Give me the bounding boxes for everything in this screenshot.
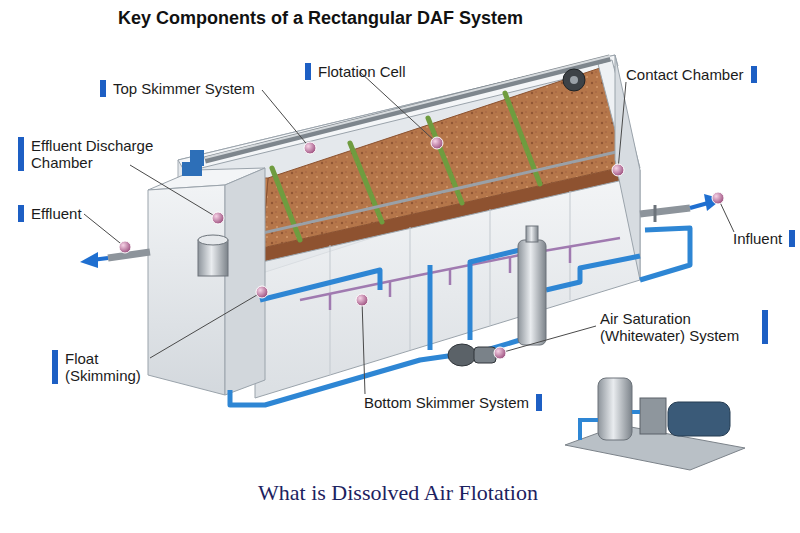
diagram-caption: What is Dissolved Air Flotation: [0, 480, 796, 506]
influent-pipe: [640, 208, 690, 214]
skid-motor: [668, 402, 730, 436]
skimmer-shaft-highlight: [205, 56, 610, 158]
diagram-title: Key Components of a Rectangular DAF Syst…: [118, 8, 523, 29]
recycle-pump: [448, 344, 476, 366]
callout-label: Top Skimmer System: [100, 80, 255, 97]
effluent-chamber-front: [148, 185, 225, 395]
air-saturator-cap: [526, 226, 538, 242]
leader-lines: [84, 72, 734, 394]
skimmer-shaft: [205, 58, 610, 160]
air-saturator-tank: [518, 240, 546, 345]
skid-pump: [640, 398, 666, 434]
tank-ribs: [330, 191, 570, 375]
tank-front-wall: [255, 170, 640, 398]
effluent-arrow-head: [80, 252, 98, 268]
bottom-skimmer-rods: [300, 238, 620, 310]
effluent-pipe: [108, 252, 150, 258]
skid-pipe: [632, 410, 640, 414]
callout-label: Bottom Skimmer System: [364, 394, 542, 411]
skid-pipe: [580, 420, 598, 440]
callout-label: Effluent: [18, 205, 82, 222]
skid-tank: [598, 378, 632, 440]
callout-label: Flotation Cell: [305, 63, 406, 80]
callout-label: Float (Skimming): [52, 350, 155, 384]
effluent-chamber-side: [225, 168, 265, 395]
influent-flange: [654, 205, 657, 222]
recycle-pump-motor: [474, 347, 496, 363]
callout-label: Influent: [733, 230, 795, 247]
influent-arrow-shaft: [690, 203, 708, 208]
callout-label: Contact Chamber: [626, 66, 757, 83]
skimmer-drive: [563, 69, 585, 91]
callout-label: Effluent Discharge Chamber: [18, 137, 191, 171]
effluent-weir-top: [198, 235, 228, 245]
effluent-motor: [182, 162, 202, 176]
callout-label: Air Saturation (Whitewater) System: [600, 310, 768, 344]
skimmer-drive-hub: [570, 76, 578, 84]
